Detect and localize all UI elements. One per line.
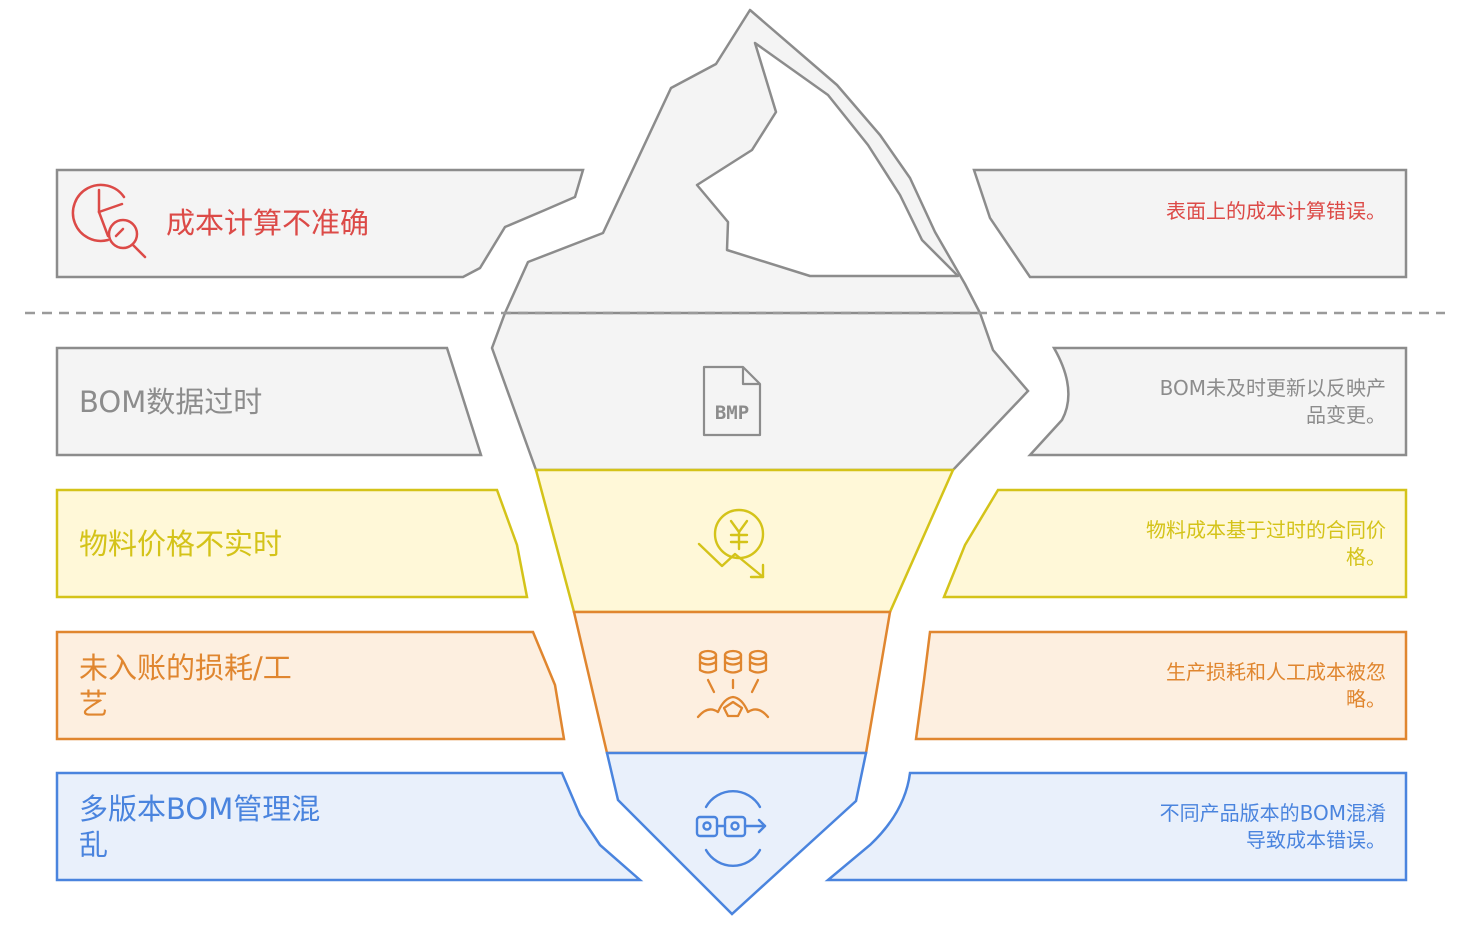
left-box-versions <box>55 771 644 882</box>
layer-description-price: 物料成本基于过时的合同价格。 <box>1146 518 1386 569</box>
right-box-versions <box>824 771 1408 882</box>
yen-down-trend-icon <box>697 508 765 579</box>
layer-title-waste: 未入账的损耗/工艺 <box>79 651 292 721</box>
left-box-cost <box>55 168 585 279</box>
version-switch-icon <box>695 790 767 867</box>
coins-loss-icon <box>696 649 770 719</box>
layer-description-versions: 不同产品版本的BOM混淆导致成本错误。 <box>1159 801 1386 852</box>
right-box-waste <box>914 630 1408 741</box>
layer-description-cost: 表面上的成本计算错误。 <box>1166 199 1386 223</box>
layer-title-versions: 多版本BOM管理混乱 <box>79 792 321 862</box>
iceberg-snow-cap <box>695 41 960 278</box>
layer-title-price: 物料价格不实时 <box>79 527 283 561</box>
layer-description-bom-outdated: BOM未及时更新以反映产品变更。 <box>1159 376 1386 427</box>
left-box-waste <box>55 630 566 741</box>
right-box-bom-outdated <box>1027 346 1408 457</box>
svg-text:BMP: BMP <box>715 402 749 424</box>
left-box-price <box>55 488 529 599</box>
right-box-price <box>942 488 1408 599</box>
layer-title-bom-outdated: BOM数据过时 <box>79 385 263 419</box>
iceberg-layer-blue <box>605 751 868 916</box>
left-box-bom-outdated <box>55 346 483 457</box>
bmp-file-icon: BMP <box>702 365 762 437</box>
pie-chart-magnifier-icon <box>71 183 147 259</box>
layer-title-cost: 成本计算不准确 <box>166 206 370 240</box>
iceberg-tip-outline <box>503 8 982 314</box>
layer-description-waste: 生产损耗和人工成本被忽略。 <box>1166 660 1386 711</box>
right-box-cost <box>972 168 1408 279</box>
